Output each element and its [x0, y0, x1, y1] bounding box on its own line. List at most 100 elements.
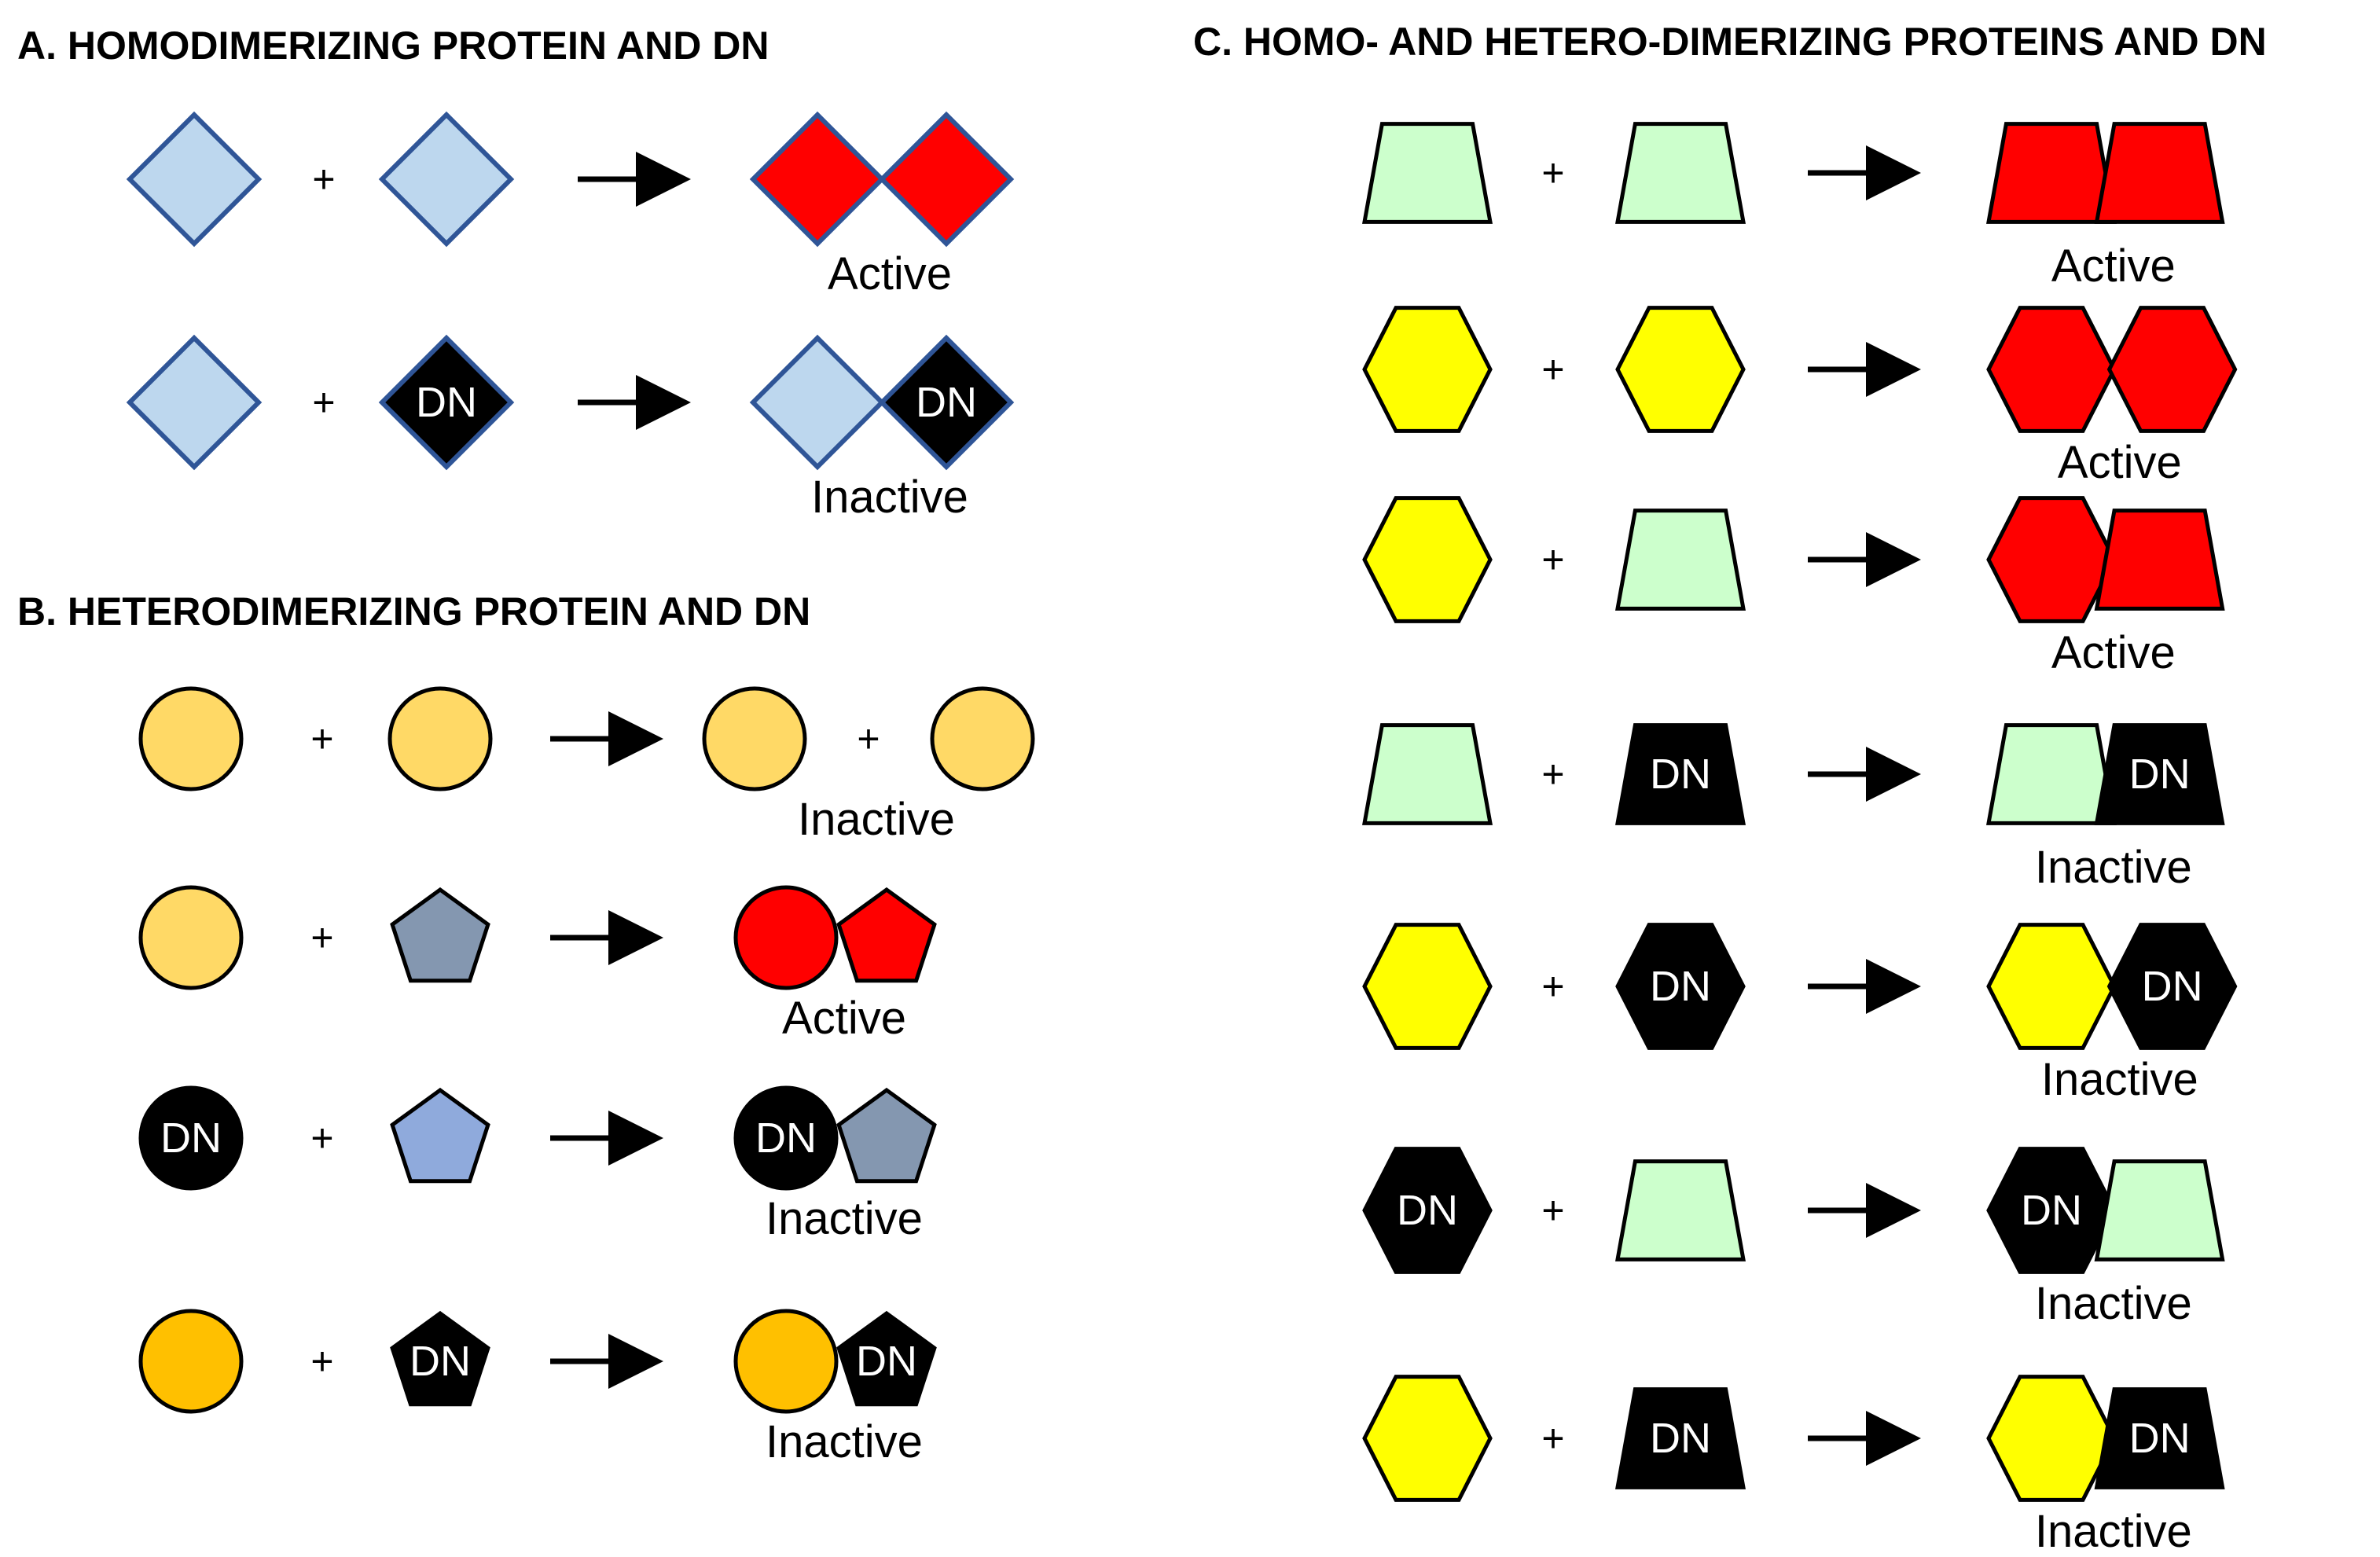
panel-a-reactions: + Active + DN DN Inactive — [126, 111, 1015, 523]
trapezoid-shape — [1986, 723, 2117, 825]
product-2: DN — [2094, 1387, 2225, 1489]
reactant-1 — [1362, 1375, 1493, 1502]
hexagon-shape — [1362, 496, 1493, 623]
reactant-1 — [1362, 496, 1493, 623]
reactant-2 — [1615, 509, 1746, 611]
reactant-1 — [1362, 122, 1493, 224]
product-2 — [930, 686, 1035, 791]
circle-shape — [138, 1309, 244, 1414]
plus-sign: + — [312, 380, 335, 424]
hexagon-shape — [1615, 923, 1746, 1050]
panel-b: B. HETERODIMERIZING PROTEIN AND DN ++Ina… — [17, 589, 1035, 1467]
reactant-1: DN — [1362, 1147, 1493, 1274]
product-2 — [2094, 509, 2225, 611]
dn-label: DN — [2129, 1415, 2191, 1462]
product-1 — [749, 334, 886, 471]
panel-c-heading: C. HOMO- AND HETERO-DIMERIZING PROTEINS … — [1193, 20, 2267, 64]
circle-shape — [733, 885, 839, 990]
plus-sign: + — [1541, 347, 1564, 391]
reaction-row: +Active — [1362, 306, 2238, 488]
reactant-2 — [390, 1087, 490, 1184]
reactant-1 — [1362, 723, 1493, 825]
hexagon-shape — [2106, 923, 2238, 1050]
trapezoid-shape — [1362, 122, 1493, 224]
diamond-shape — [378, 111, 515, 248]
reactant-2: DN — [378, 334, 515, 471]
plus-sign: + — [312, 157, 335, 201]
outcome-label: Active — [782, 993, 906, 1044]
diamond-shape — [126, 111, 263, 248]
plus-sign: + — [1541, 538, 1564, 582]
product-2: DN — [878, 334, 1015, 471]
product-1 — [1986, 306, 2117, 433]
trapezoid-shape — [1615, 122, 1746, 224]
outcome-label: Inactive — [811, 472, 968, 523]
product-2: DN — [2106, 923, 2238, 1050]
trapezoid-shape — [1362, 723, 1493, 825]
trapezoid-shape — [1615, 1387, 1746, 1489]
product-1 — [1986, 923, 2117, 1050]
hexagon-shape — [1615, 306, 1746, 433]
pentagon-shape — [390, 887, 490, 983]
product-1 — [1986, 723, 2117, 825]
circle-shape — [702, 686, 807, 791]
dn-label: DN — [2021, 1187, 2082, 1234]
circle-shape — [387, 686, 493, 791]
plus-sign: + — [1541, 964, 1564, 1008]
product-1: DN — [733, 1085, 839, 1191]
reaction-row: + DN DN Inactive — [126, 334, 1015, 523]
reaction-row: + Active — [126, 111, 1015, 299]
reactant-2: DN — [390, 1310, 490, 1407]
reactant-1 — [138, 1309, 244, 1414]
plus-sign: + — [310, 916, 333, 960]
product-2: DN — [2094, 723, 2225, 825]
pentagon-shape — [390, 1310, 490, 1407]
outcome-label: Inactive — [798, 794, 955, 845]
trapezoid-shape — [1615, 1159, 1746, 1261]
reactant-1: DN — [138, 1085, 244, 1191]
product-2 — [2094, 1159, 2225, 1261]
product-2: DN — [836, 1310, 937, 1407]
product-1 — [1986, 122, 2117, 224]
panel-a: A. HOMODIMERIZING PROTEIN AND DN + Active… — [17, 24, 1015, 523]
outcome-label: Active — [828, 248, 952, 299]
plus-sign: + — [310, 717, 333, 761]
outcome-label: Inactive — [2035, 1506, 2192, 1557]
reactant-1 — [138, 885, 244, 990]
reactant-2 — [378, 111, 515, 248]
trapezoid-shape — [2094, 723, 2225, 825]
outcome-label: Inactive — [766, 1193, 923, 1244]
dn-label: DN — [2142, 963, 2203, 1010]
hexagon-shape — [1362, 306, 1493, 433]
plus-sign: + — [1541, 1416, 1564, 1460]
dn-label: DN — [2129, 751, 2191, 798]
reactant-2 — [390, 887, 490, 983]
dn-label: DN — [755, 1115, 817, 1162]
panel-a-heading: A. HOMODIMERIZING PROTEIN AND DN — [17, 24, 769, 68]
trapezoid-shape — [1615, 509, 1746, 611]
diamond-shape — [378, 334, 515, 471]
product-1 — [1986, 496, 2117, 623]
plus-sign: + — [310, 1339, 333, 1383]
dn-label: DN — [1650, 1415, 1711, 1462]
dn-label: DN — [916, 379, 977, 426]
trapezoid-shape — [1986, 122, 2117, 224]
outcome-label: Active — [2051, 241, 2176, 292]
product-2 — [2094, 122, 2225, 224]
reactant-2 — [1615, 122, 1746, 224]
reaction-row: +Active — [1362, 496, 2225, 678]
outcome-label: Inactive — [2041, 1054, 2198, 1105]
reaction-row: + DN DN Inactive — [1362, 923, 2238, 1105]
hexagon-shape — [1986, 496, 2117, 623]
circle-shape — [138, 1085, 244, 1191]
dn-label: DN — [1650, 963, 1711, 1010]
hexagon-shape — [1986, 923, 2117, 1050]
product-1: DN — [1986, 1147, 2117, 1274]
product-2 — [836, 1087, 937, 1184]
hexagon-shape — [1362, 1147, 1493, 1274]
product-1 — [1986, 1375, 2117, 1502]
